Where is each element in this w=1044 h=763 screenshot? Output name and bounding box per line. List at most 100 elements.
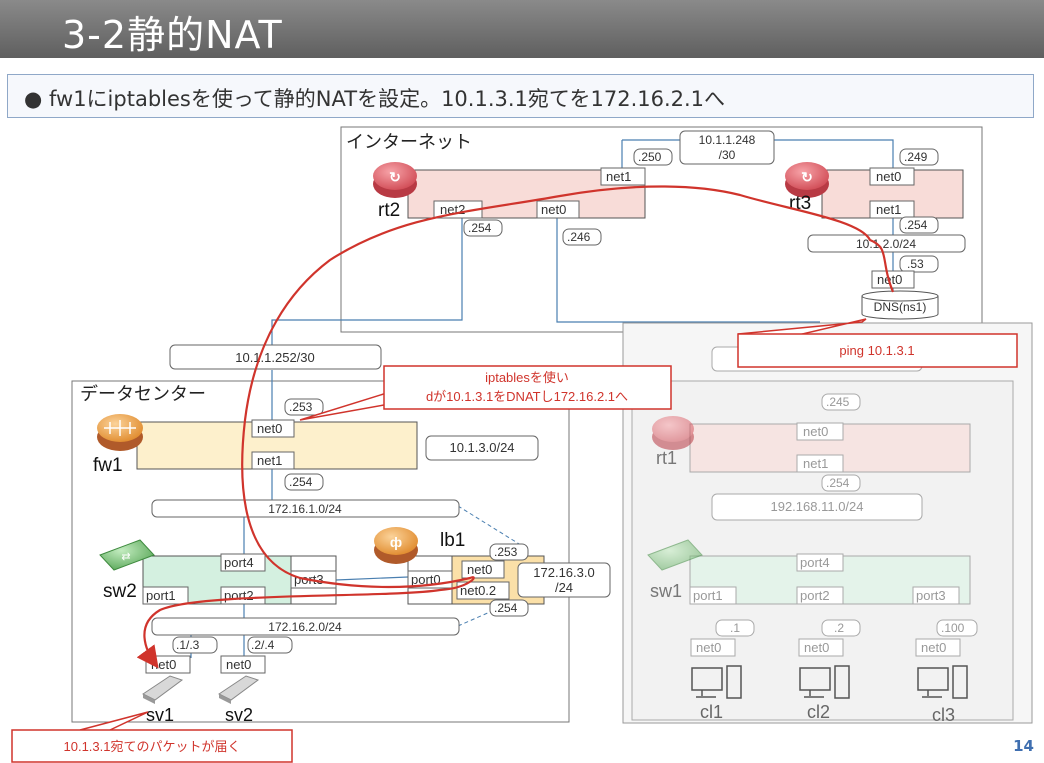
svg-text:/24: /24 [555,580,573,595]
svg-text:DNS(ns1): DNS(ns1) [874,300,927,314]
svg-text:.250: .250 [638,150,662,164]
svg-text:ping 10.1.3.1: ping 10.1.3.1 [839,343,914,358]
cl2-icon[interactable] [799,665,850,699]
net-10-1-3-0 [425,435,539,461]
svg-text:10.1.3.0/24: 10.1.3.0/24 [449,440,514,455]
net-172-16-2-0 [151,617,460,636]
sw2-label: sw2 [103,581,137,602]
svg-text:10.1.3.1宛てのパケットが届く: 10.1.3.1宛てのパケットが届く [64,739,241,754]
title-bar: 3-2静的NAT [0,0,1044,58]
svg-text:net0: net0 [804,640,829,655]
svg-text:net1: net1 [876,202,901,217]
svg-text:.2: .2 [834,621,844,635]
sv1-label: sv1 [146,705,174,725]
svg-text:.53: .53 [907,257,924,271]
svg-text:ф: ф [390,534,402,550]
svg-text:.254: .254 [494,601,518,615]
svg-text:.245: .245 [826,395,850,409]
rt1-icon[interactable] [652,416,694,450]
svg-text:port0: port0 [411,572,441,587]
svg-text:net1: net1 [803,456,828,471]
svg-text:↻: ↻ [389,169,401,185]
svg-text:port1: port1 [693,588,723,603]
rt1-label: rt1 [656,448,677,468]
svg-text:192.168.11.0/24: 192.168.11.0/24 [770,499,863,514]
bullet-text: ● fw1にiptablesを使って静的NATを設定。10.1.3.1宛てを17… [24,87,726,111]
svg-text:.2/.4: .2/.4 [251,638,275,652]
svg-text:10.1.1.248: 10.1.1.248 [699,133,756,147]
rt3-icon[interactable]: ↻ [785,162,829,198]
svg-text:dが10.1.3.1をDNATし172.16.2.1へ: dが10.1.3.1をDNATし172.16.2.1へ [426,389,628,404]
cl1-icon[interactable] [691,665,742,699]
page-number: 14 [1013,737,1034,755]
cl3-icon[interactable] [917,665,968,699]
page-title: 3-2静的NAT [62,13,283,57]
sv2-label: sv2 [225,705,253,725]
arrive-callout: 10.1.3.1宛てのパケットが届く [11,711,293,763]
datacenter-zone-label: データセンター [80,384,206,404]
svg-text:.254: .254 [826,476,850,490]
svg-text:.253: .253 [289,400,313,414]
svg-text:iptablesを使い: iptablesを使い [485,370,569,385]
svg-text:.254: .254 [289,475,313,489]
bullet-box: ● fw1にiptablesを使って静的NATを設定。10.1.3.1宛てを17… [7,74,1034,118]
cl1-label: cl1 [700,702,723,722]
dnat-callout: iptablesを使い dが10.1.3.1をDNATし172.16.2.1へ [299,365,672,421]
sv2-icon[interactable] [218,675,260,704]
cl2-label: cl2 [807,702,830,722]
svg-text:.100: .100 [941,621,965,635]
lb1-icon[interactable]: ф [374,527,418,564]
net-172-16-1-0 [151,499,460,518]
dns-server[interactable]: DNS(ns1) [861,290,939,320]
svg-text:net0: net0 [226,657,251,672]
svg-text:10.1.2.0/24: 10.1.2.0/24 [856,237,916,251]
rt2-icon[interactable]: ↻ [373,162,417,198]
sw1-icon[interactable] [647,539,703,571]
ping-callout: ping 10.1.3.1 [737,318,1018,368]
sv1-icon[interactable] [142,675,184,704]
svg-text:.254: .254 [904,218,928,232]
net-172-16-3-0 [517,562,611,598]
svg-text:net0: net0 [921,640,946,655]
cl3-label: cl3 [932,705,955,725]
svg-text:net0.2: net0.2 [460,583,496,598]
svg-text:↻: ↻ [801,169,813,185]
svg-text:port2: port2 [224,588,254,603]
svg-text:10.1.1.252/30: 10.1.1.252/30 [235,350,315,365]
svg-text:net0: net0 [803,424,828,439]
fw1-icon[interactable] [97,414,143,451]
fw1-label: fw1 [93,455,123,476]
svg-text:172.16.1.0/24: 172.16.1.0/24 [268,502,342,516]
svg-text:net0: net0 [696,640,721,655]
svg-text:.246: .246 [567,230,591,244]
svg-text:172.16.2.0/24: 172.16.2.0/24 [268,620,342,634]
svg-text:port4: port4 [224,555,254,570]
sw2-icon[interactable]: ⇄ [99,539,155,571]
svg-text:net1: net1 [606,169,631,184]
svg-text:.249: .249 [904,150,928,164]
svg-text:net1: net1 [257,453,282,468]
packet-path [136,185,895,669]
svg-text:net0: net0 [467,562,492,577]
internet-zone-label: インターネット [346,132,472,152]
svg-text:net0: net0 [541,202,566,217]
svg-text:net0: net0 [876,169,901,184]
svg-text:net0: net0 [257,421,282,436]
svg-text:port4: port4 [800,555,830,570]
svg-text:.253: .253 [494,545,518,559]
net-10-1-1-248 [679,130,775,165]
svg-text:.254: .254 [468,221,492,235]
svg-text:172.16.3.0: 172.16.3.0 [533,565,594,580]
net-10-1-2-0 [807,234,966,253]
lb1-label: lb1 [440,530,465,551]
svg-text:port1: port1 [146,588,176,603]
svg-text:port3: port3 [916,588,946,603]
svg-text:.1: .1 [730,621,740,635]
net-10-1-1-252 [169,344,382,370]
sw1-label: sw1 [650,581,682,601]
svg-text:⇄: ⇄ [121,551,130,563]
svg-text:/30: /30 [719,148,736,162]
svg-text:port2: port2 [800,588,830,603]
net-192-168-11-0 [711,493,923,521]
